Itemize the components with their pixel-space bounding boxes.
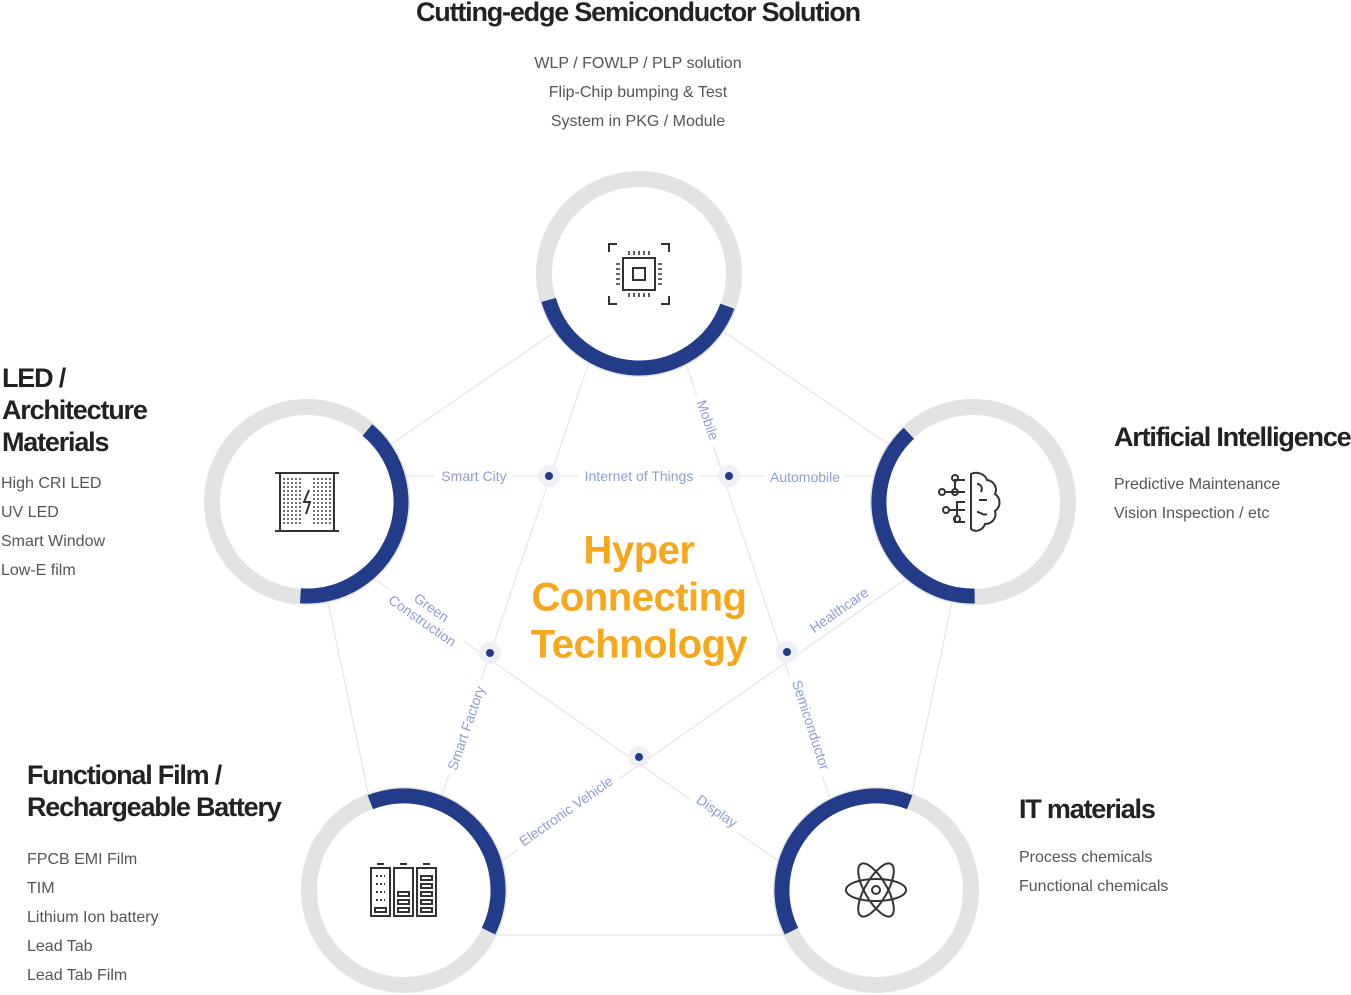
atom-icon bbox=[845, 862, 907, 918]
label-automobile: Automobile bbox=[763, 469, 847, 485]
ring-accent-arc bbox=[299, 424, 409, 604]
list-item: Predictive Maintenance bbox=[1114, 476, 1281, 493]
list-item: High CRI LED bbox=[1, 475, 102, 492]
list-item: TIM bbox=[27, 880, 55, 897]
title-it-materials: IT materials bbox=[1019, 794, 1156, 824]
list-item: Low-E film bbox=[1, 562, 76, 579]
list-it-materials: Process chemicals Functional chemicals bbox=[1019, 843, 1168, 901]
title-line: Rechargeable Battery bbox=[27, 792, 282, 822]
led-panel-icon bbox=[275, 472, 339, 532]
title-line: LED / bbox=[2, 363, 66, 393]
title-semiconductor: Cutting-edge Semiconductor Solution bbox=[416, 0, 861, 27]
center-title: Hyper Connecting Technology bbox=[530, 528, 748, 669]
brain-circuit-icon bbox=[938, 471, 1001, 532]
ring-accent-arc bbox=[367, 788, 506, 935]
label-smart-city: Smart City bbox=[435, 468, 513, 484]
list-item: UV LED bbox=[1, 504, 59, 521]
node-circle-right bbox=[870, 399, 1076, 605]
ring-accent-arc bbox=[541, 297, 735, 376]
chip-icon bbox=[608, 243, 670, 305]
ring-accent-arc bbox=[871, 427, 975, 604]
dot bbox=[776, 641, 798, 663]
list-item: System in PKG / Module bbox=[550, 113, 726, 130]
list-item: Process chemicals bbox=[1019, 849, 1153, 866]
center-title-line: Technology bbox=[530, 622, 748, 667]
title-line: Architecture bbox=[2, 395, 148, 425]
list-item: Smart Window bbox=[1, 533, 106, 550]
dot bbox=[479, 642, 501, 664]
title-line: Materials bbox=[2, 427, 109, 457]
list-item: Lead Tab bbox=[27, 938, 93, 955]
list-item: FPCB EMI Film bbox=[27, 851, 138, 868]
dot bbox=[538, 465, 560, 487]
center-title-line: Hyper bbox=[583, 528, 695, 573]
ring-accent-arc bbox=[774, 788, 913, 935]
list-item: Vision Inspection / etc bbox=[1114, 505, 1270, 522]
list-item: Lead Tab Film bbox=[27, 967, 128, 984]
center-title-line: Connecting bbox=[531, 575, 747, 620]
battery-icon bbox=[370, 863, 437, 917]
list-semiconductor: WLP / FOWLP / PLP solution Flip-Chip bum… bbox=[0, 49, 1276, 136]
title-ai: Artificial Intelligence bbox=[1114, 422, 1351, 452]
title-functional-film: Functional Film / Rechargeable Battery bbox=[27, 759, 282, 823]
list-item: Functional chemicals bbox=[1019, 878, 1169, 895]
node-circle-bottom-left bbox=[301, 787, 507, 993]
node-circle-bottom-right bbox=[773, 787, 979, 993]
list-item: Flip-Chip bumping & Test bbox=[548, 84, 728, 101]
title-line: Functional Film / bbox=[27, 760, 222, 790]
dot bbox=[628, 746, 650, 768]
list-item: Lithium Ion battery bbox=[27, 909, 159, 926]
node-circle-top bbox=[536, 171, 742, 377]
list-ai: Predictive Maintenance Vision Inspection… bbox=[1114, 470, 1280, 528]
list-functional-film: FPCB EMI Film TIM Lithium Ion battery Le… bbox=[27, 845, 159, 990]
intersection-dots bbox=[479, 465, 798, 768]
list-led: High CRI LED UV LED Smart Window Low-E f… bbox=[1, 469, 105, 585]
title-led: LED / Architecture Materials bbox=[2, 362, 148, 458]
label-internet-of-things: Internet of Things bbox=[578, 468, 700, 484]
dot bbox=[718, 465, 740, 487]
list-item: WLP / FOWLP / PLP solution bbox=[534, 55, 742, 72]
